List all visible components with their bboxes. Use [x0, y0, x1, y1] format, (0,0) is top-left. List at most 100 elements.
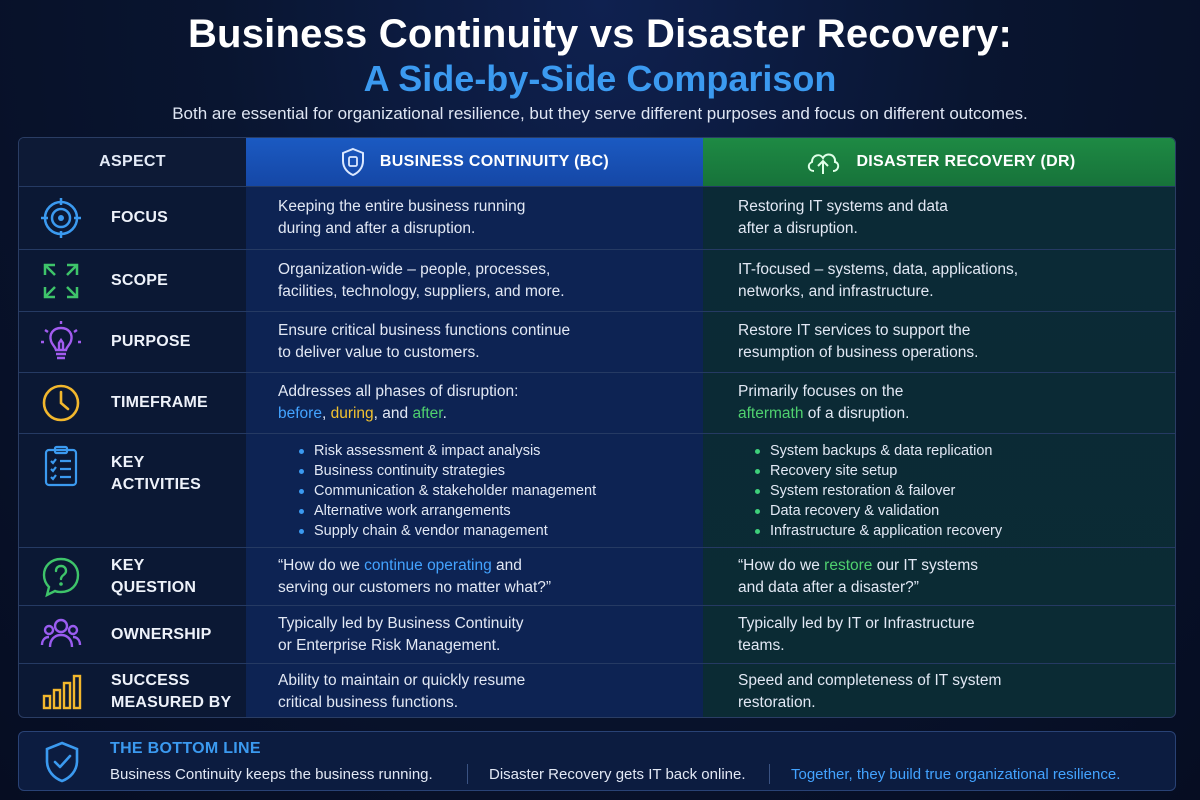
- row-key-question: KEY QUESTION “How do we continue operati…: [19, 547, 1175, 605]
- divider: [467, 764, 468, 784]
- list-item: Recovery site setup: [752, 461, 1175, 481]
- bottom-line-panel: THE BOTTOM LINE Business Continuity keep…: [18, 731, 1176, 791]
- row-scope: SCOPE Organization-wide – people, proces…: [19, 249, 1175, 311]
- bottom-line-together: Together, they build true organizational…: [791, 766, 1121, 783]
- timeframe-comma: ,: [321, 405, 331, 422]
- shield-check-icon: [41, 740, 83, 784]
- aspect-label-question-1: KEY: [111, 556, 145, 574]
- aspect-label-ownership: OWNERSHIP: [111, 625, 212, 643]
- header-disaster-recovery: DISASTER RECOVERY (DR): [703, 138, 1175, 186]
- header-aspect-label: ASPECT: [99, 153, 166, 170]
- divider: [769, 764, 770, 784]
- bc-ownership-line-1: Typically led by Business Continuity: [278, 614, 524, 632]
- target-icon: [39, 196, 83, 240]
- bc-purpose-line-2: to deliver value to customers.: [278, 344, 480, 361]
- aspect-label-success-2: MEASURED BY: [111, 693, 232, 711]
- highlight-before: before: [278, 405, 322, 422]
- bc-scope-line-1: Organization-wide – people, processes,: [278, 260, 551, 278]
- bc-focus-line-1: Keeping the entire business running: [278, 198, 526, 215]
- dr-success-line-2: restoration.: [738, 693, 816, 711]
- dr-question-post: our IT systems: [872, 556, 979, 574]
- dr-scope-line-2: networks, and infrastructure.: [738, 282, 934, 300]
- bc-question-line-2: serving our customers no matter what?”: [278, 578, 552, 596]
- aspect-cell-purpose: PURPOSE: [19, 312, 246, 372]
- bc-question-text: “How do we continue operating and servin…: [278, 548, 693, 605]
- highlight-restore: restore: [824, 556, 873, 574]
- dr-purpose-text: Restore IT services to support the resum…: [738, 312, 1168, 372]
- dr-success-line-1: Speed and completeness of IT system: [738, 671, 1002, 689]
- comparison-table: ASPECT BUSINESS CONTINUITY (BC) DISASTER…: [18, 137, 1176, 718]
- cloud-upload-icon: [808, 153, 840, 174]
- header-business-continuity: BUSINESS CONTINUITY (BC): [246, 138, 703, 186]
- people-icon: [39, 613, 83, 657]
- aspect-label-question-2: QUESTION: [111, 578, 197, 596]
- aspect-label-activities: KEY ACTIVITIES: [111, 452, 201, 496]
- bc-success-text: Ability to maintain or quickly resume cr…: [278, 664, 693, 717]
- list-item: System restoration & failover: [752, 481, 1175, 501]
- row-timeframe: TIMEFRAME Addresses all phases of disrup…: [19, 372, 1175, 433]
- bc-purpose-text: Ensure critical business functions conti…: [278, 312, 693, 372]
- dr-question-line-1: “How do we restore our IT systems: [738, 555, 1168, 577]
- dr-ownership-line-1: Typically led by IT or Infrastructure: [738, 614, 975, 632]
- dr-focus-line-1: Restoring IT systems and data: [738, 198, 948, 215]
- lightbulb-icon: [39, 320, 83, 364]
- dr-timeframe-line-1: Primarily focuses on the: [738, 383, 904, 400]
- dr-timeframe-line-2: aftermath of a disruption.: [738, 403, 1168, 425]
- page-tagline: Both are essential for organizational re…: [172, 104, 1028, 123]
- bc-column-background: [246, 138, 703, 717]
- header-bc-label: BUSINESS CONTINUITY (BC): [379, 153, 610, 170]
- aspect-cell-ownership: OWNERSHIP: [19, 606, 246, 663]
- header-dr-label: DISASTER RECOVERY (DR): [856, 153, 1076, 170]
- bc-focus-text: Keeping the entire business running duri…: [278, 187, 693, 249]
- dr-column-background: [703, 138, 1175, 717]
- list-item: Infrastructure & application recovery: [752, 521, 1175, 541]
- aspect-label-scope: SCOPE: [111, 271, 169, 289]
- bottom-line-dr: Disaster Recovery gets IT back online.: [489, 766, 746, 783]
- bc-ownership-line-2: or Enterprise Risk Management.: [278, 636, 501, 654]
- bc-timeframe-line-1: Addresses all phases of disruption:: [278, 383, 519, 400]
- aspect-cell-timeframe: TIMEFRAME: [19, 373, 246, 433]
- aspect-label-activities-2: ACTIVITIES: [111, 476, 202, 493]
- bc-ownership-text: Typically led by Business Continuity or …: [278, 606, 693, 663]
- aspect-cell-scope: SCOPE: [19, 250, 246, 311]
- aspect-label-focus: FOCUS: [111, 209, 168, 226]
- highlight-continue-operating: continue operating: [364, 556, 492, 574]
- dr-focus-text: Restoring IT systems and data after a di…: [738, 187, 1168, 249]
- shield-icon: [341, 147, 364, 177]
- dr-focus-line-2: after a disruption.: [738, 220, 858, 237]
- dr-timeframe-rest: of a disruption.: [803, 405, 910, 422]
- row-key-activities: KEY ACTIVITIES Risk assessment & impact …: [19, 433, 1175, 547]
- bar-chart-icon: [39, 670, 83, 714]
- aspect-label-activities-1: KEY: [111, 454, 145, 471]
- dr-question-text: “How do we restore our IT systems and da…: [738, 548, 1168, 605]
- aspect-cell-focus: FOCUS: [19, 187, 246, 249]
- timeframe-period: .: [442, 405, 447, 422]
- page-title: Business Continuity vs Disaster Recovery…: [187, 12, 1013, 56]
- aspect-cell-activities: KEY ACTIVITIES: [19, 434, 246, 547]
- bc-scope-line-2: facilities, technology, suppliers, and m…: [278, 282, 565, 300]
- timeframe-and: , and: [373, 405, 413, 422]
- list-item: Data recovery & validation: [752, 501, 1175, 521]
- row-success: SUCCESS MEASURED BY Ability to maintain …: [19, 663, 1175, 717]
- row-ownership: OWNERSHIP Typically led by Business Cont…: [19, 605, 1175, 663]
- dr-success-text: Speed and completeness of IT system rest…: [738, 664, 1168, 717]
- aspect-label-success-1: SUCCESS: [111, 671, 190, 689]
- bc-question-post: and: [491, 556, 522, 574]
- highlight-after: after: [412, 405, 443, 422]
- dr-timeframe-text: Primarily focuses on the aftermath of a …: [738, 373, 1168, 433]
- expand-arrows-icon: [39, 259, 83, 303]
- list-item: Supply chain & vendor management: [296, 521, 696, 541]
- bottom-line-title: THE BOTTOM LINE: [110, 740, 261, 757]
- aspect-label-success: SUCCESS MEASURED BY: [111, 670, 231, 714]
- bc-timeframe-line-2: before, during, and after.: [278, 403, 693, 425]
- bottom-line-bc: Business Continuity keeps the business r…: [110, 766, 433, 783]
- dr-question-pre: “How do we: [738, 556, 825, 574]
- question-bubble-icon: [39, 555, 83, 599]
- bc-activities-list: Risk assessment & impact analysis Busine…: [296, 441, 696, 541]
- page-subtitle: A Side-by-Side Comparison: [363, 58, 837, 99]
- row-purpose: PURPOSE Ensure critical business functio…: [19, 311, 1175, 372]
- clock-icon: [39, 381, 83, 425]
- bc-timeframe-text: Addresses all phases of disruption: befo…: [278, 373, 693, 433]
- bc-focus-line-2: during and after a disruption.: [278, 220, 476, 237]
- dr-ownership-line-2: teams.: [738, 636, 785, 654]
